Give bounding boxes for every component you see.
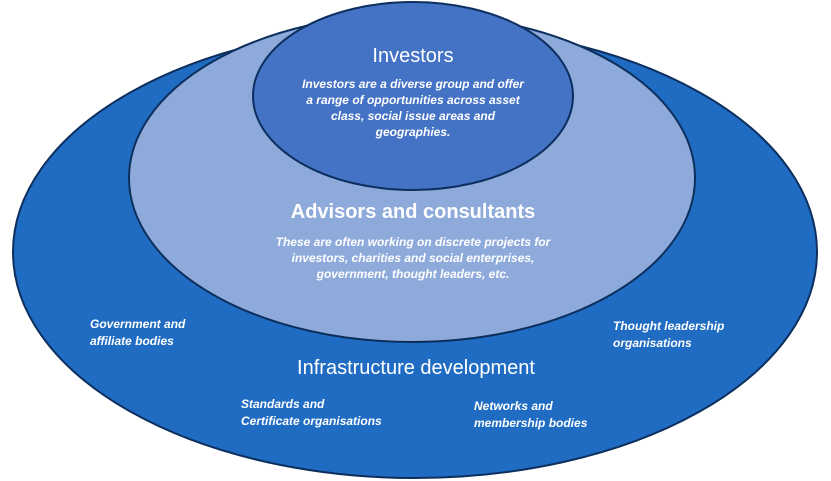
investors-description-line: class, social issue areas and <box>330 109 496 123</box>
advisors-description-line: These are often working on discrete proj… <box>275 235 551 249</box>
networks-note: Networks and membership bodies <box>474 398 644 432</box>
investors-description: Investors are a diverse group and offer … <box>283 76 543 140</box>
infrastructure-title: Infrastructure development <box>297 357 535 379</box>
investors-title: Investors <box>372 45 454 67</box>
advisors-description-line: investors, charities and social enterpri… <box>291 251 535 265</box>
investors-description-line: a range of opportunities across asset <box>306 93 520 107</box>
thought-leadership-note: Thought leadership organisations <box>613 318 773 352</box>
investors-description-line: geographies. <box>375 125 451 139</box>
standards-note-line: Certificate organisations <box>241 414 382 428</box>
government-note-line: affiliate bodies <box>90 334 174 348</box>
advisors-description-line: government, thought leaders, etc. <box>316 267 510 281</box>
investors-description-line: Investors are a diverse group and offer <box>302 77 524 91</box>
standards-note: Standards and Certificate organisations <box>241 396 431 430</box>
standards-note-line: Standards and <box>241 397 325 411</box>
advisors-description: These are often working on discrete proj… <box>238 234 588 282</box>
thought-leadership-note-line: organisations <box>613 336 692 350</box>
government-note-line: Government and <box>90 317 186 331</box>
inner-ellipse-investors <box>252 1 574 191</box>
advisors-title: Advisors and consultants <box>290 201 536 223</box>
government-note: Government and affiliate bodies <box>90 316 240 350</box>
networks-note-line: membership bodies <box>474 416 588 430</box>
networks-note-line: Networks and <box>474 399 553 413</box>
thought-leadership-note-line: Thought leadership <box>613 319 725 333</box>
